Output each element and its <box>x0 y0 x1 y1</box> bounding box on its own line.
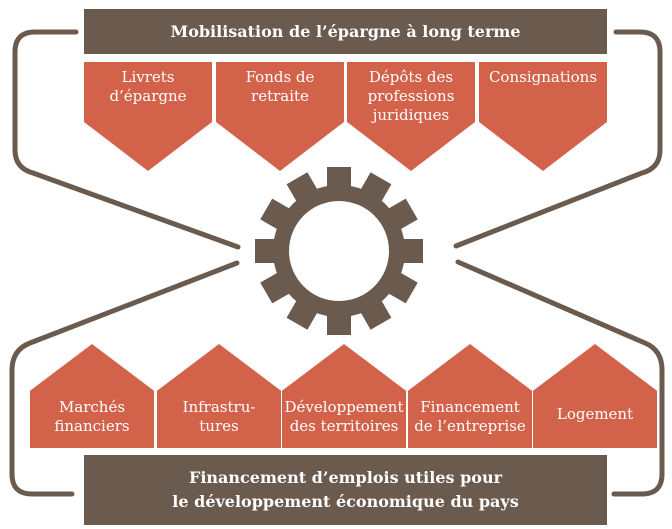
source-label-line2: d’épargne <box>109 87 187 105</box>
source-label-line1: Fonds de <box>245 68 315 86</box>
source-label-line1: Livrets <box>121 68 175 86</box>
use-label-line1: Financement <box>420 398 520 416</box>
top-banner-label: Mobilisation de l’épargne à long terme <box>170 22 521 41</box>
use-label-line1: Marchés <box>58 398 126 416</box>
source-label-line2: retraite <box>251 87 309 105</box>
use-label-line1: Développement <box>284 398 404 416</box>
gear-icon <box>255 167 423 335</box>
financing-uses-banner: Financement d’emplois utiles pour le dév… <box>84 455 607 525</box>
use-label-line2: des territoires <box>289 417 399 435</box>
use-label-line1: Logement <box>556 405 634 423</box>
use-label-line2: financiers <box>54 417 130 435</box>
use-label-line2: de l’entreprise <box>414 417 526 435</box>
source-label-line1: Dépôts des <box>368 68 454 86</box>
source-label-line2: professions <box>367 87 455 105</box>
source-label-line3: juridiques <box>372 106 450 124</box>
use-label-line2: tures <box>199 417 239 435</box>
savings-mobilisation-banner: Mobilisation de l’épargne à long terme <box>84 9 607 54</box>
bottom-banner-line1: Financement d’emplois utiles pour <box>188 468 502 487</box>
source-label-line1: Consignations <box>488 68 598 86</box>
bottom-banner-line2: le développement économique du pays <box>172 492 519 511</box>
use-label-line1: Infrastru- <box>182 398 256 416</box>
